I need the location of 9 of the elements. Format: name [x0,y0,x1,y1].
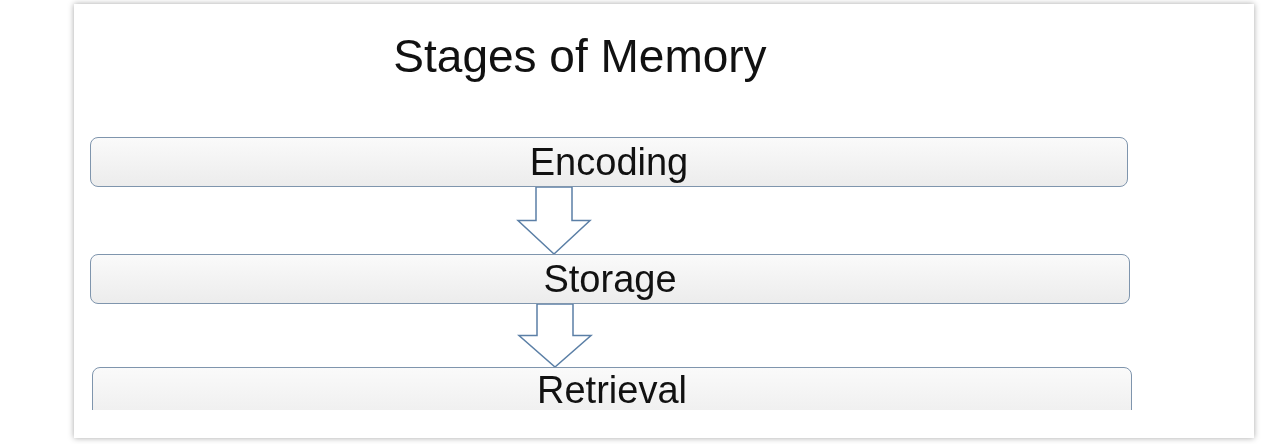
block-arrow [516,186,592,256]
block-arrow [517,303,593,368]
stage-box [90,254,1130,304]
stage-box [90,137,1128,187]
title: Stages of Memory [392,30,768,82]
stage-label: Retrieval [537,369,687,410]
stage-box [92,367,1132,410]
stage-label: Encoding [529,141,689,183]
stage-label: Storage [543,258,677,300]
